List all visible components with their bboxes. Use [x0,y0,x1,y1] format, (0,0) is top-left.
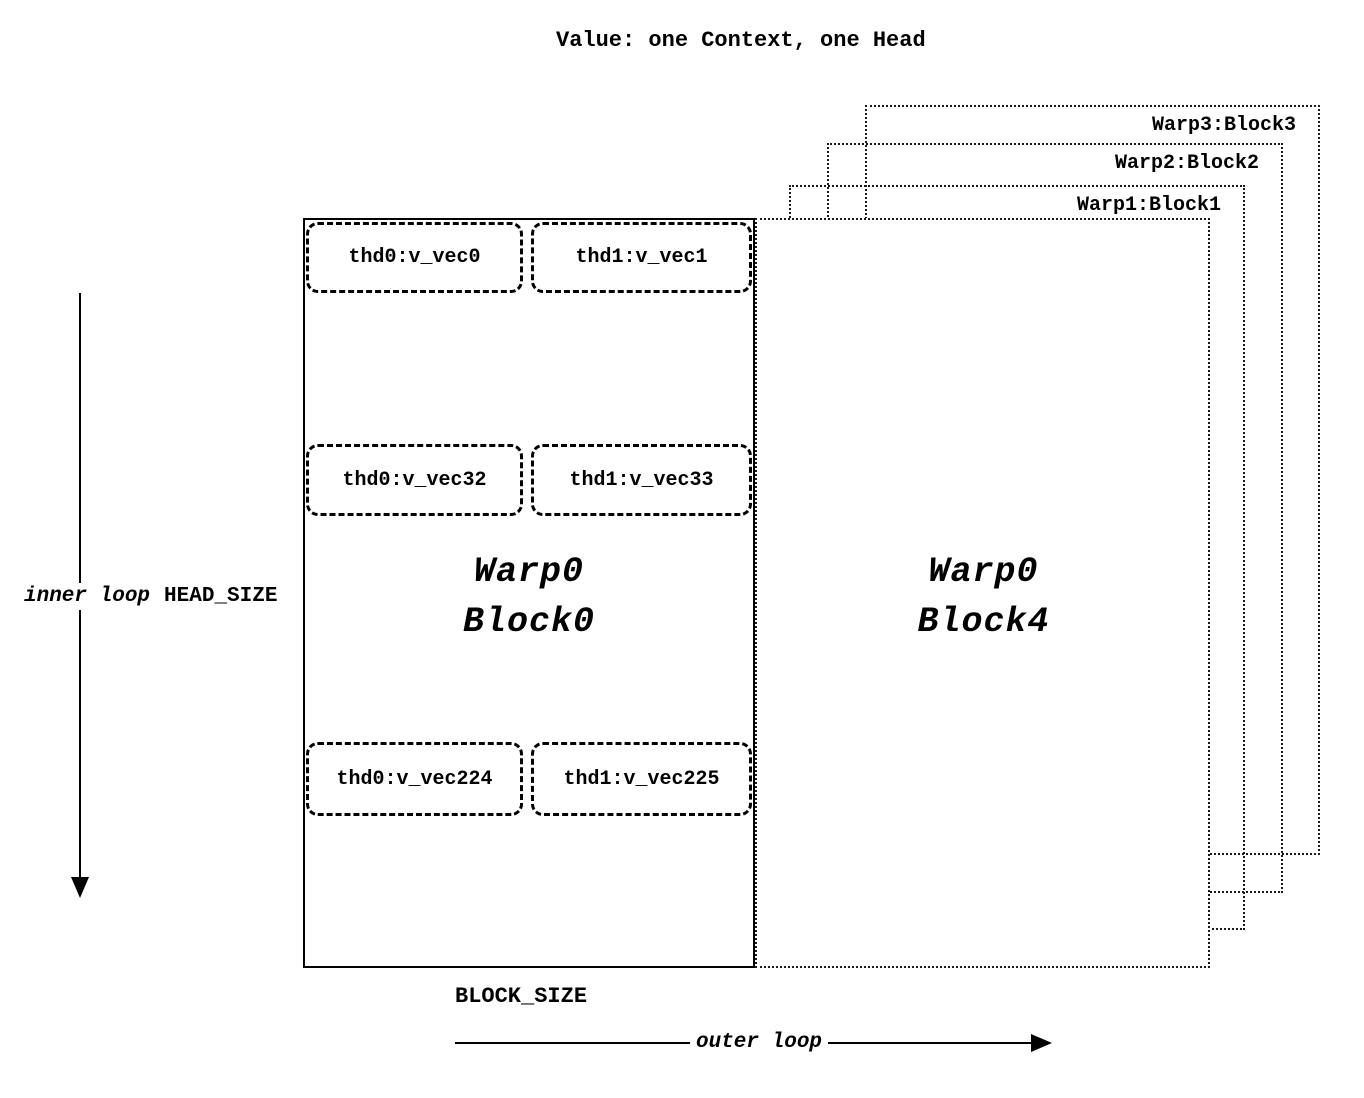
warp0-block0-line1: Warp0 [473,552,585,592]
vec-box-label: thd1:v_vec1 [575,246,708,269]
warp0-block0-line2: Block0 [462,602,596,642]
vec-box-thd1-v-vec225: thd1:v_vec225 [531,742,752,816]
block-warp0-block0 [303,218,755,968]
diagram-title: Value: one Context, one Head [556,28,926,53]
vec-box-label: thd1:v_vec33 [569,468,714,492]
warp0-block4-line2: Block4 [917,602,1050,642]
vec-box-label: thd0:v_vec0 [348,246,481,269]
head-size-label: HEAD_SIZE [164,585,278,608]
block-warp0-block4 [755,218,1210,968]
block-size-label: BLOCK_SIZE [455,984,588,1009]
vec-box-label: thd0:v_vec224 [336,767,493,791]
inner-loop-label: inner loop [24,585,151,608]
warp0-block4-label: Warp0 Block4 [756,547,1211,647]
vec-box-thd0-v-vec224: thd0:v_vec224 [306,742,523,816]
vec-box-thd1-v-vec1: thd1:v_vec1 [531,222,752,293]
vec-box-thd0-v-vec0: thd0:v_vec0 [306,222,523,293]
inner-loop-arrow-head-icon [71,877,89,898]
vec-box-label: thd0:v_vec32 [342,468,487,492]
warp1-block1-label: Warp1:Block1 [1076,194,1221,217]
warp2-block2-label: Warp2:Block2 [1114,152,1259,175]
warp3-block3-label: Warp3:Block3 [1151,114,1296,137]
vec-box-thd1-v-vec33: thd1:v_vec33 [531,444,752,516]
warp0-block4-line1: Warp0 [928,552,1039,592]
vec-box-thd0-v-vec32: thd0:v_vec32 [306,444,523,516]
warp0-block0-label: Warp0 Block0 [303,547,755,647]
outer-loop-label: outer loop [690,1031,829,1054]
vec-box-label: thd1:v_vec225 [563,767,720,791]
inner-loop-head-size-label: inner loop HEAD_SIZE [20,583,282,610]
outer-loop-arrow-head-icon [1031,1034,1052,1052]
